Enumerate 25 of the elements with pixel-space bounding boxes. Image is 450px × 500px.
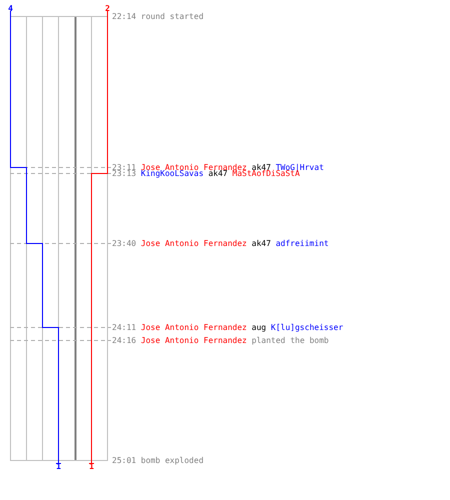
event-text: K[lu]gscheisser: [270, 322, 344, 332]
event-text: ak47: [208, 168, 228, 178]
event-text: TWoG|Hrvat: [276, 162, 324, 172]
player-count: 2: [105, 4, 110, 13]
timestamp: 23:40: [112, 238, 136, 248]
event-text: Jose Antonio Fernandez: [140, 336, 247, 344]
event-text: ak47: [252, 162, 271, 172]
timestamp: 23:13: [112, 168, 136, 178]
event-text: MaStAofDiSaStA: [232, 168, 300, 178]
timestamp: 23:11: [112, 162, 136, 172]
event-text: Jose Antonio Fernandez: [140, 238, 247, 248]
timestamp: 25:01: [112, 456, 136, 464]
timestamp: 24:11: [112, 322, 136, 332]
event-text: ak47: [252, 238, 271, 248]
event-text: bomb exploded: [140, 456, 204, 464]
event-text: Jose Antonio Fernandez: [140, 162, 247, 172]
event-text: planted the bomb: [252, 336, 329, 344]
event-text: aug: [252, 322, 266, 332]
timestamp: 22:14: [112, 12, 136, 20]
event-text: KingKooLSavas: [140, 168, 204, 178]
timestamp: 24:16: [112, 336, 136, 344]
event-text: adfreiimint: [276, 238, 329, 248]
event-text: Jose Antonio Fernandez: [140, 322, 247, 332]
event-text: round started: [140, 12, 204, 20]
player-count: 4: [8, 4, 13, 13]
